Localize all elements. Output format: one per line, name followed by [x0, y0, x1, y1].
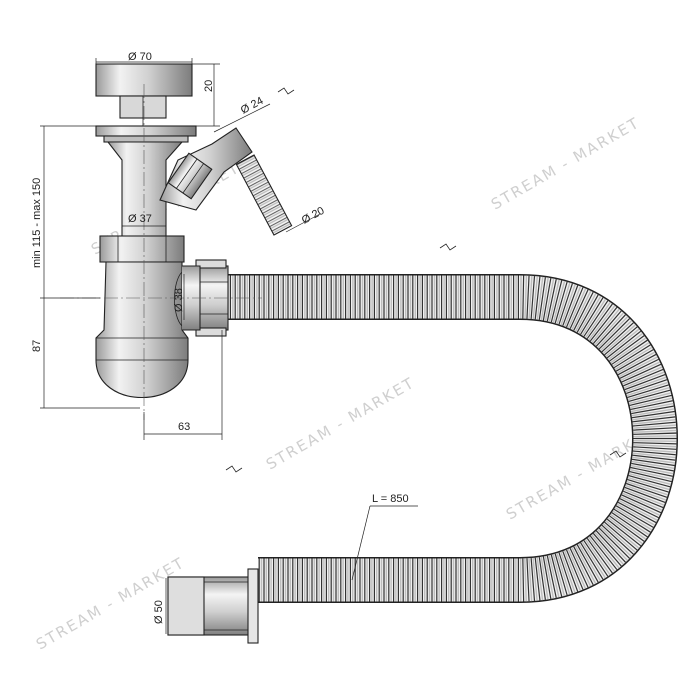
watermark-2: STREAM - MARKET: [263, 373, 418, 473]
dim-top-cap-diameter: Ø 70: [128, 51, 152, 63]
dimension-labels: Ø 70 20 Ø 37 min 115 - max 150 Ø 24 Ø 20…: [31, 51, 409, 624]
dim-hose-length: L = 850: [372, 493, 409, 505]
dim-end-diameter: Ø 50: [153, 600, 165, 624]
dimension-lines: [40, 58, 418, 634]
bottle-trap: [95, 261, 201, 399]
dim-cap-height: 20: [203, 80, 215, 92]
dim-bottle-height: 87: [31, 340, 43, 352]
dim-tube-diameter: Ø 37: [128, 213, 152, 225]
watermark-1: STREAM - MARKET: [488, 113, 643, 213]
dim-outlet-diameter: Ø 38: [173, 288, 185, 312]
hose-end-fitting: [167, 568, 259, 644]
corrugated-hose: [225, 274, 678, 603]
drain-cap: [95, 63, 197, 143]
side-inlet-elbow: [159, 127, 293, 236]
union-nut: [99, 235, 185, 263]
dim-height-range: min 115 - max 150: [31, 178, 43, 268]
dim-side-inlet-diameter: Ø 24: [239, 95, 266, 117]
dim-offset: 63: [178, 421, 190, 433]
dim-side-hose-diameter: Ø 20: [300, 205, 327, 227]
